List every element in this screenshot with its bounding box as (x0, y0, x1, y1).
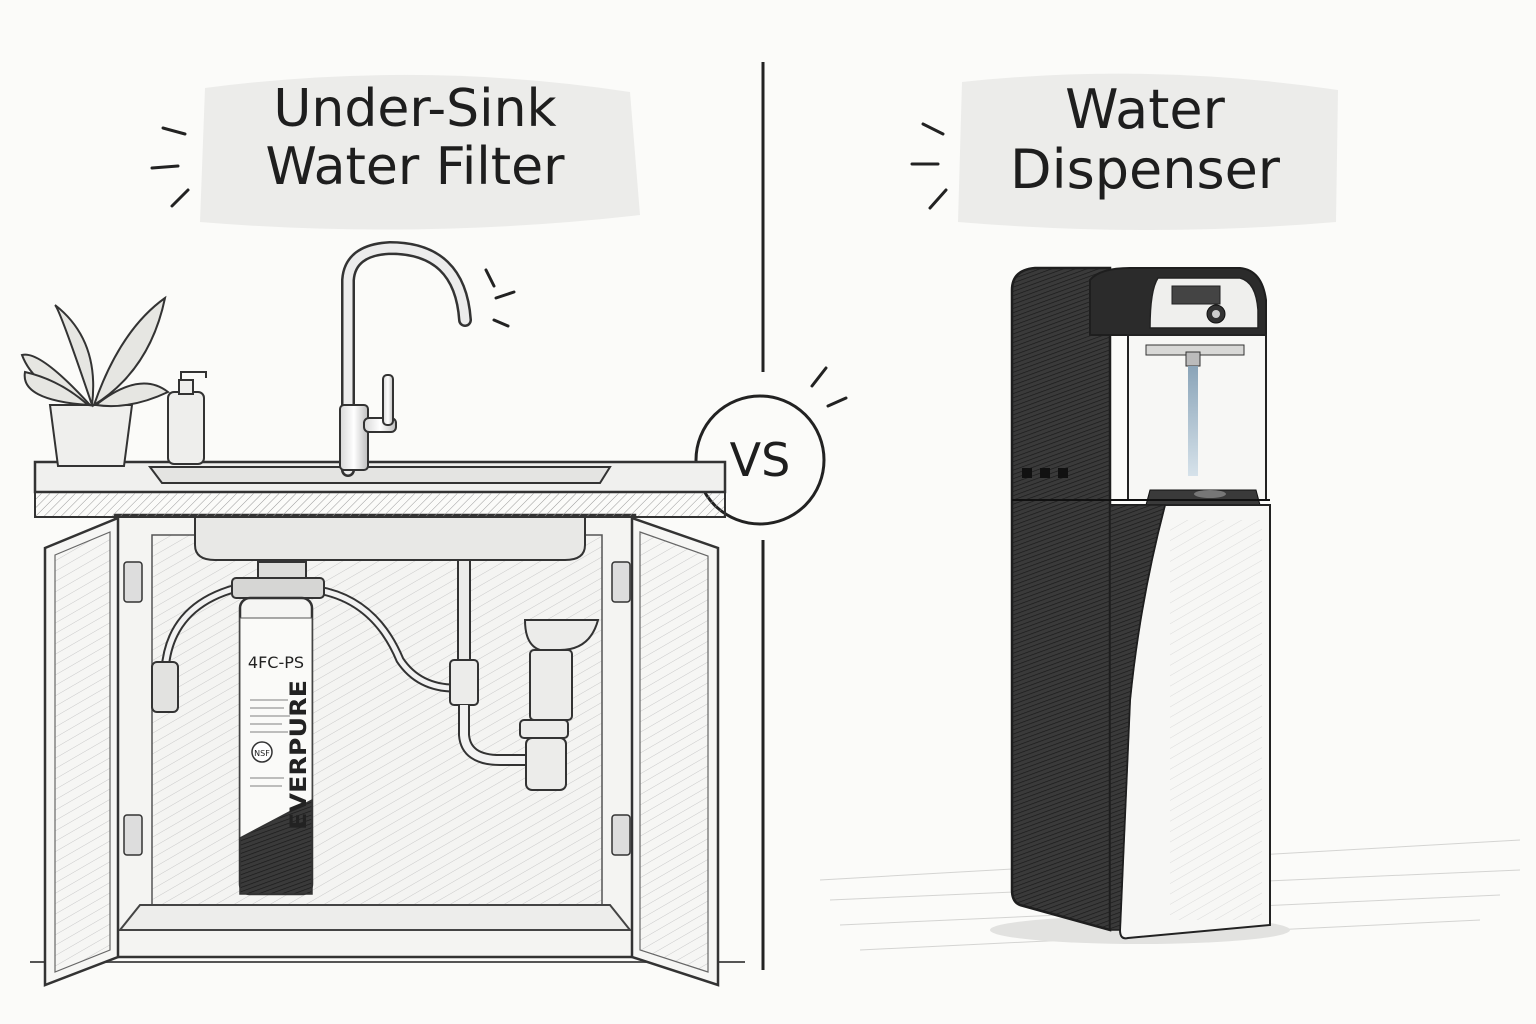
emphasis-marks-icon (150, 122, 948, 408)
sink-cabinet-illustration: 4FC-PS NSF EVERPURE (20, 240, 745, 987)
title-left-line1: Under-Sink (273, 79, 557, 139)
title-under-sink-filter: Under-Sink Water Filter (190, 80, 640, 230)
faucet-icon (339, 240, 472, 477)
title-right-highlight (958, 73, 1338, 231)
title-right-line1: Water (1065, 78, 1225, 141)
title-water-dispenser: Water Dispenser (950, 78, 1340, 230)
filter-brand-label: EVERPURE (287, 680, 312, 830)
title-left-highlight (200, 74, 640, 230)
water-dispenser-illustration (819, 266, 1521, 951)
filter-model-label: 4FC-PS (248, 653, 304, 672)
filter-cartridge: 4FC-PS NSF EVERPURE (231, 561, 325, 896)
soap-bottle-icon (167, 371, 207, 465)
filter-badge-label: NSF (254, 749, 270, 758)
plant-leaves-icon (20, 295, 170, 408)
title-left-line2: Water Filter (265, 137, 565, 198)
vs-label: VS (729, 433, 791, 487)
title-right-line2: Dispenser (1010, 138, 1280, 202)
water-stream (1188, 366, 1198, 476)
vs-badge-circle (694, 394, 826, 526)
